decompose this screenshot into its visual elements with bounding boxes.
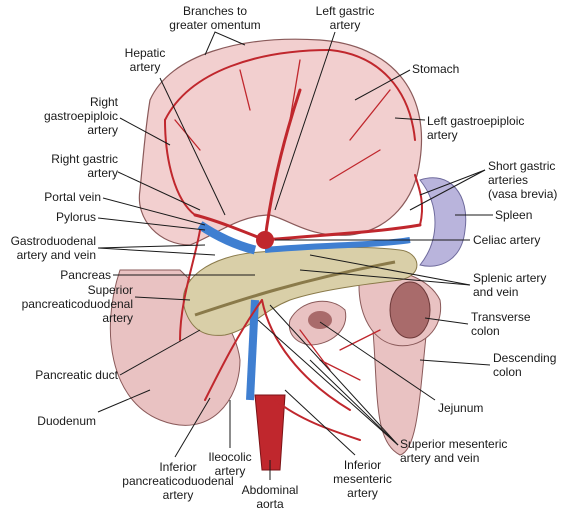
label-left-gastroepiploic-artery: Left gastroepiploic artery [427,114,525,142]
label-short-gastric-arteries: Short gastric arteries (vasa brevia) [488,159,558,201]
label-hepatic-artery: Hepatic artery [124,46,166,74]
celiac-trunk [256,231,274,249]
label-superior-pancreaticoduodenal-artery: Superior pancreaticoduodenal artery [21,283,133,325]
label-superior-mesenteric-artery-and-vein: Superior mesenteric artery and vein [400,437,508,465]
label-right-gastric-artery: Right gastric artery [51,152,118,180]
jejunum-lumen [308,311,332,329]
label-spleen: Spleen [495,208,533,222]
label-splenic-artery-and-vein: Splenic artery and vein [473,271,547,299]
label-stomach: Stomach [412,62,460,76]
label-jejunum: Jejunum [438,401,484,415]
label-celiac-artery: Celiac artery [473,233,541,247]
leader-lines [97,31,493,480]
portal-vein-shape [197,221,257,255]
splenic-vein-shape [264,237,411,253]
aorta-shape [254,394,286,471]
label-descending-colon: Descending colon [493,351,557,379]
label-transverse-colon: Transverse colon [471,310,531,338]
label-pancreas: Pancreas [60,268,111,282]
pancreatic-duct-shape [194,260,396,317]
sm-vein-shape [246,299,259,401]
label-abdominal-aorta: Abdominal aorta [241,483,299,511]
transverse-colon-lumen [389,281,431,339]
spleen-shape [419,177,467,267]
label-right-gastroepiploic-artery: Right gastroepiploic artery [43,95,118,137]
label-inferior-mesenteric-artery: Inferior mesenteric artery [333,458,392,500]
label-inferior-pancreaticoduodenal-artery: Inferior pancreaticoduodenal artery [122,460,234,502]
stomach-shape [138,38,422,246]
label-left-gastric-artery: Left gastric artery [315,4,375,32]
label-branches-to-greater-omentum: Branches to greater omentum [169,4,261,32]
label-duodenum: Duodenum [37,414,96,428]
label-ileocolic-artery: Ileocolic artery [208,450,252,478]
label-portal-vein: Portal vein [44,190,101,204]
label-pancreatic-duct: Pancreatic duct [35,368,118,382]
label-gastroduodenal-artery-and-vein: Gastroduodenal artery and vein [10,234,96,262]
label-pylorus: Pylorus [55,210,96,224]
